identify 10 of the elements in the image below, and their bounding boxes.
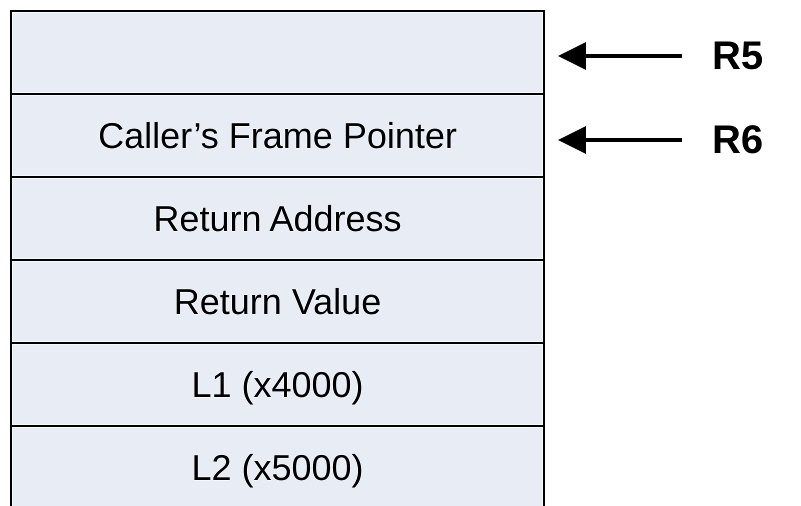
register-label: R5	[712, 31, 798, 81]
stack-slot: Return Address	[10, 176, 545, 261]
stack-slot: L1 (x4000)	[10, 342, 545, 427]
arrow	[558, 126, 682, 154]
stack-slot: Return Value	[10, 259, 545, 344]
stack-slot: L2 (x5000)	[10, 425, 545, 506]
empty-stack-slot	[10, 10, 545, 95]
register-label: R6	[712, 115, 798, 165]
arrow	[558, 42, 682, 70]
stack-slot: Caller’s Frame Pointer	[10, 93, 545, 178]
